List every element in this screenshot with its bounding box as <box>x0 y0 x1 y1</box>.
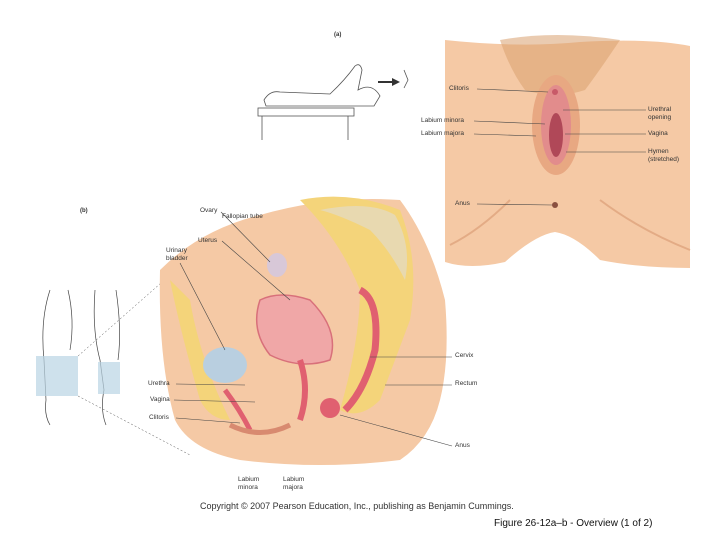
label-b-clitoris: Clitoris <box>149 414 169 421</box>
label-b-uterus: Uterus <box>198 237 218 244</box>
label-b-cervix: Cervix <box>455 352 474 359</box>
body-outline-sketch <box>36 274 191 456</box>
label-a-hymen: Hymen (stretched) <box>648 148 680 163</box>
leader-lines <box>173 88 646 447</box>
label-a-clitoris: Clitoris <box>449 85 469 92</box>
label-b-labium-majora: Labium majora <box>283 476 305 491</box>
highlight-box <box>36 356 78 396</box>
label-a-labium-minora: Labium minora <box>421 117 464 124</box>
patient-on-table-sketch <box>257 64 409 140</box>
sagittal-section-illustration <box>159 196 447 465</box>
label-b-urethra: Urethra <box>148 380 170 387</box>
figure-caption: Figure 26-12a–b - Overview (1 of 2) <box>494 518 653 529</box>
label-b-labium-minora: Labium minora <box>238 476 260 491</box>
label-b-fallopian-tube: Fallopian tube <box>222 213 263 220</box>
label-a-anus: Anus <box>455 200 470 207</box>
label-a-vagina: Vagina <box>648 130 668 137</box>
label-b-rectum: Rectum <box>455 380 478 387</box>
copyright-text: Copyright © 2007 Pearson Education, Inc.… <box>200 501 514 511</box>
external-genitalia-illustration <box>445 35 691 268</box>
label-a-urethral-opening: Urethral opening <box>648 106 672 121</box>
label-b-vagina: Vagina <box>150 396 170 403</box>
label-b-anus: Anus <box>455 442 470 449</box>
panel-a-letter: (a) <box>334 32 342 38</box>
label-a-labium-majora: Labium majora <box>421 130 464 137</box>
panel-b-letter: (b) <box>80 208 88 214</box>
label-b-urinary-bladder: Urinary bladder <box>166 247 188 262</box>
label-b-ovary: Ovary <box>200 207 218 214</box>
